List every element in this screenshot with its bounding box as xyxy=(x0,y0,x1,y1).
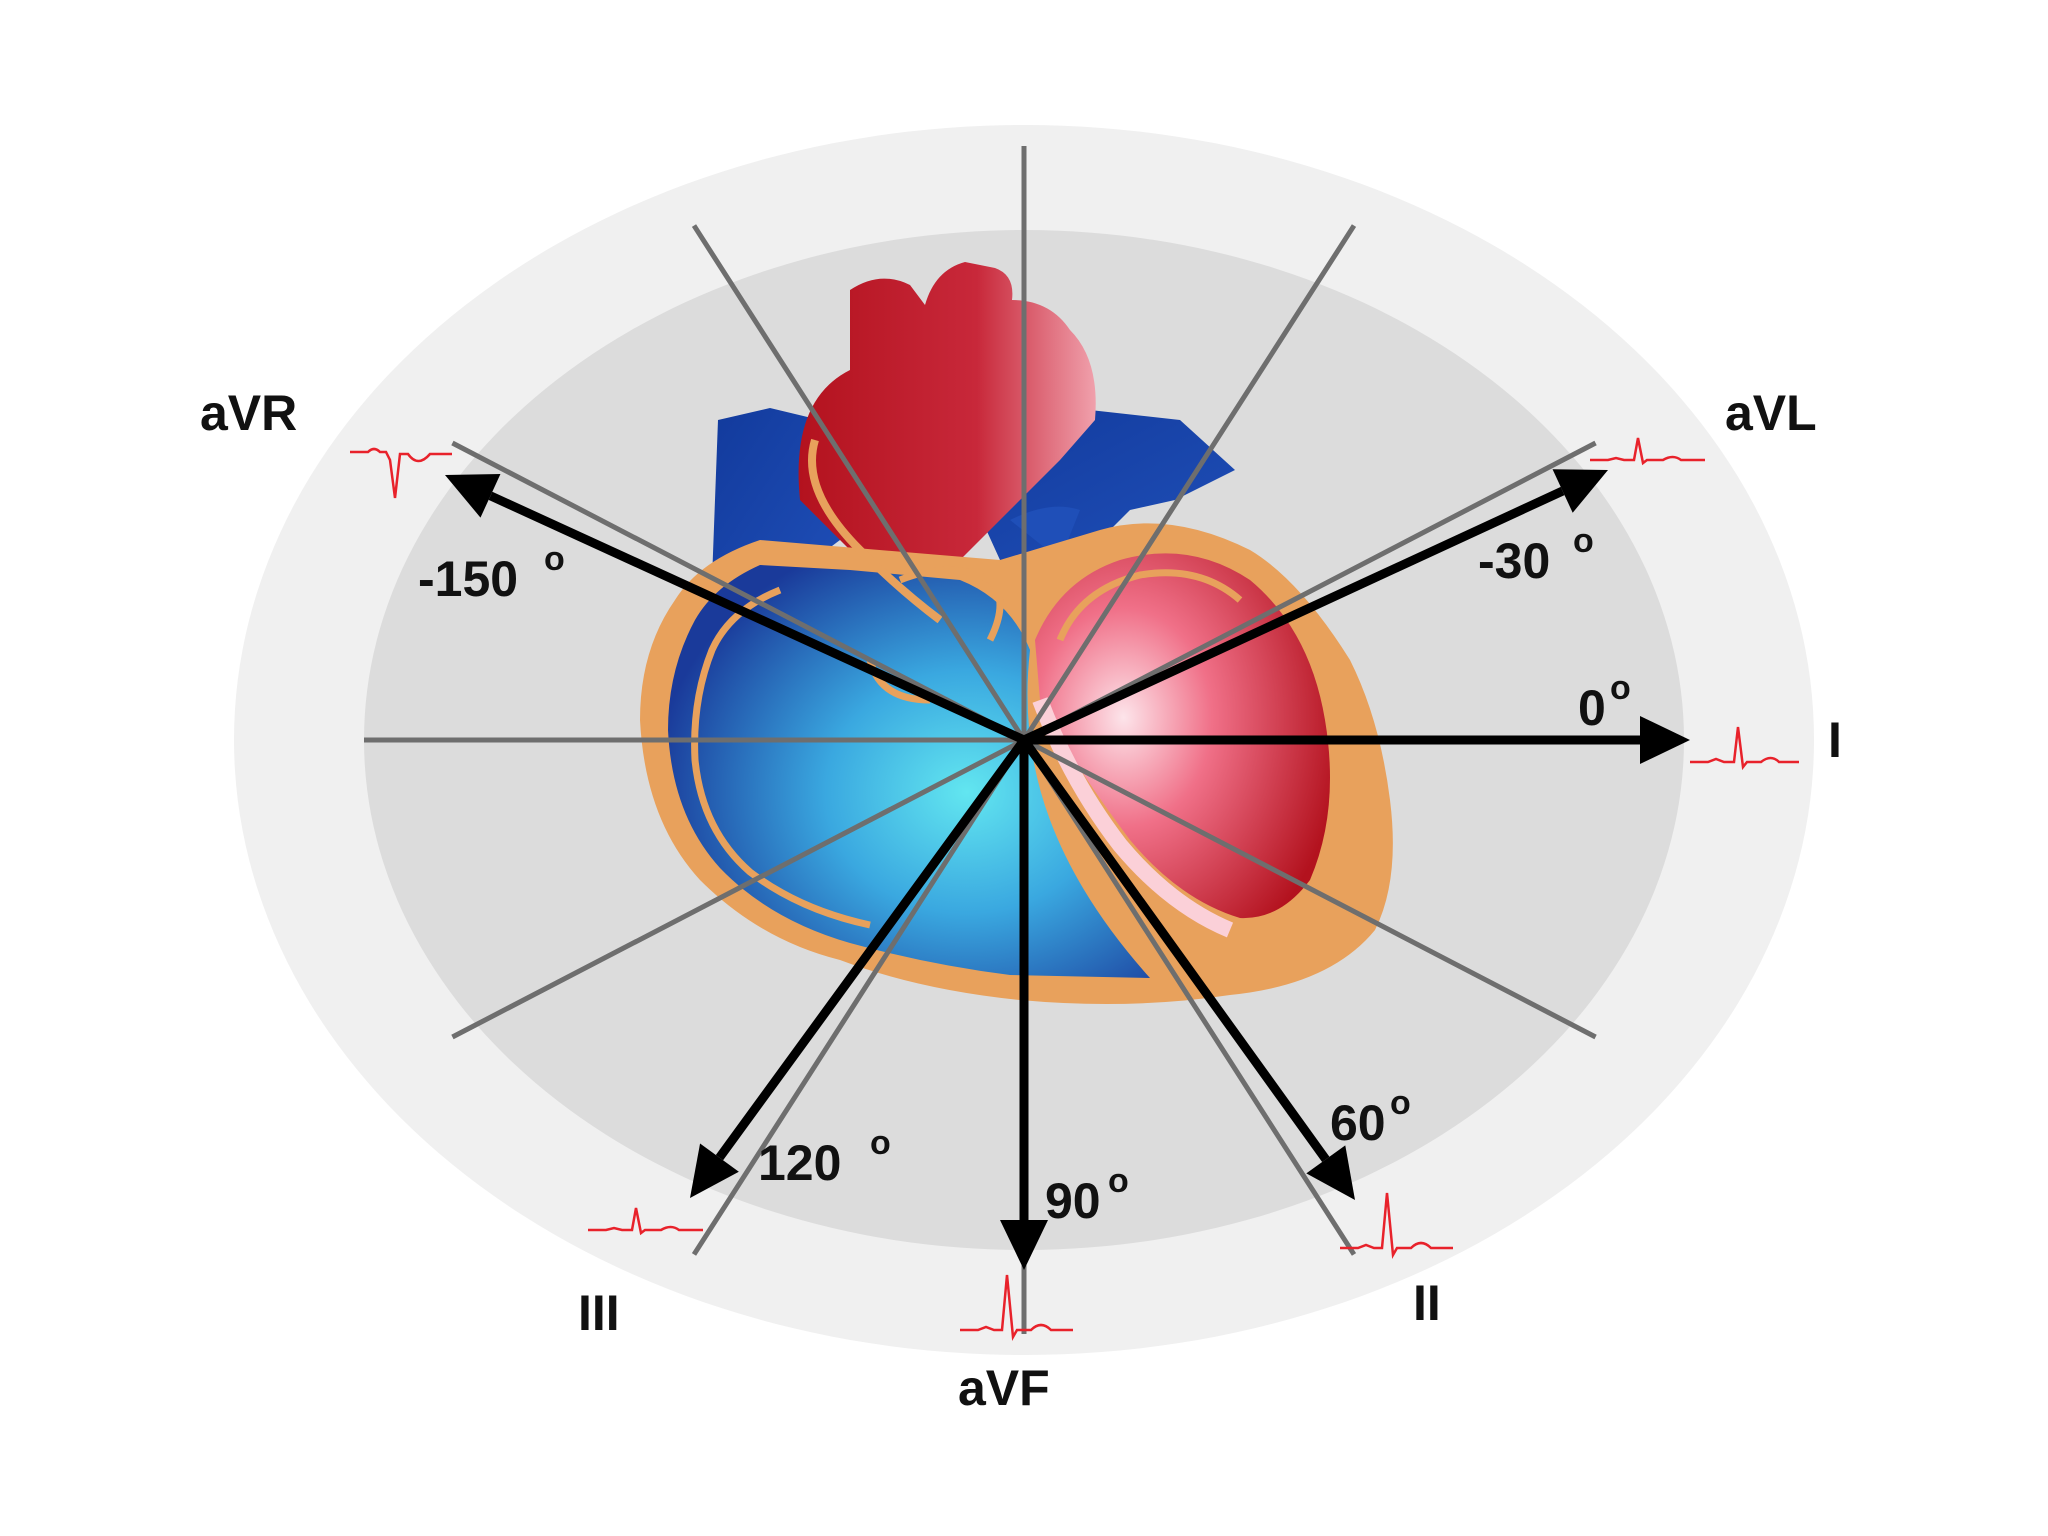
arrow-shaft-III xyxy=(715,737,1028,1161)
svg-text:120: 120 xyxy=(758,1135,841,1191)
angle-label-II: 60 o xyxy=(1330,1084,1411,1151)
inner-outline-left xyxy=(1056,569,1243,642)
right-chambers xyxy=(668,565,1150,978)
arrow-head-aVR xyxy=(445,473,501,518)
svg-text:o: o xyxy=(1573,522,1594,560)
lead-label-I: I xyxy=(1828,712,1842,768)
ecg-trace-III xyxy=(588,1207,703,1236)
lead-label-III: III xyxy=(578,1285,620,1341)
lead-label-aVR: aVR xyxy=(200,385,297,441)
lead-label-aVF: aVF xyxy=(958,1360,1050,1416)
svg-text:-150: -150 xyxy=(418,551,518,607)
svg-text:-30: -30 xyxy=(1478,533,1550,589)
inner-outline-right xyxy=(691,586,871,929)
ecg-trace-II xyxy=(1340,1192,1453,1260)
ecg-traces xyxy=(350,437,1799,1342)
angle-label-III: 120 o xyxy=(758,1124,891,1191)
angle-label-aVR: -150 o xyxy=(418,540,565,607)
arrow-head-III xyxy=(690,1143,739,1198)
svg-text:60: 60 xyxy=(1330,1095,1386,1151)
arrow-shaft-aVL xyxy=(1022,486,1565,745)
svg-text:o: o xyxy=(1610,669,1631,707)
arrow-head-aVL xyxy=(1552,469,1608,513)
ecg-trace-I xyxy=(1690,726,1799,771)
angle-label-I: 0 o xyxy=(1578,669,1631,736)
svg-text:0: 0 xyxy=(1578,680,1606,736)
arrow-head-I xyxy=(1640,716,1690,764)
svg-text:o: o xyxy=(870,1124,891,1162)
arrow-head-aVF xyxy=(1000,1220,1048,1270)
lead-label-II: II xyxy=(1413,1275,1441,1331)
lead-label-aVL: aVL xyxy=(1725,385,1817,441)
svg-text:o: o xyxy=(1390,1084,1411,1122)
ecg-trace-aVR xyxy=(350,447,452,499)
angle-label-aVL: -30 o xyxy=(1478,522,1594,589)
lead-axis-arrows xyxy=(445,469,1690,1270)
arrow-head-II xyxy=(1306,1145,1355,1200)
arrow-shaft-II xyxy=(1020,737,1330,1163)
ecg-trace-aVF xyxy=(960,1274,1073,1342)
angle-label-aVF: 90 o xyxy=(1045,1162,1129,1229)
svg-text:o: o xyxy=(544,540,565,578)
inner-outline-aorta xyxy=(808,438,943,624)
septum xyxy=(1032,697,1234,938)
svg-text:90: 90 xyxy=(1045,1173,1101,1229)
arrow-shaft-aVR xyxy=(488,491,1026,745)
ecg-trace-aVL xyxy=(1590,437,1705,466)
svg-text:o: o xyxy=(1108,1162,1129,1200)
